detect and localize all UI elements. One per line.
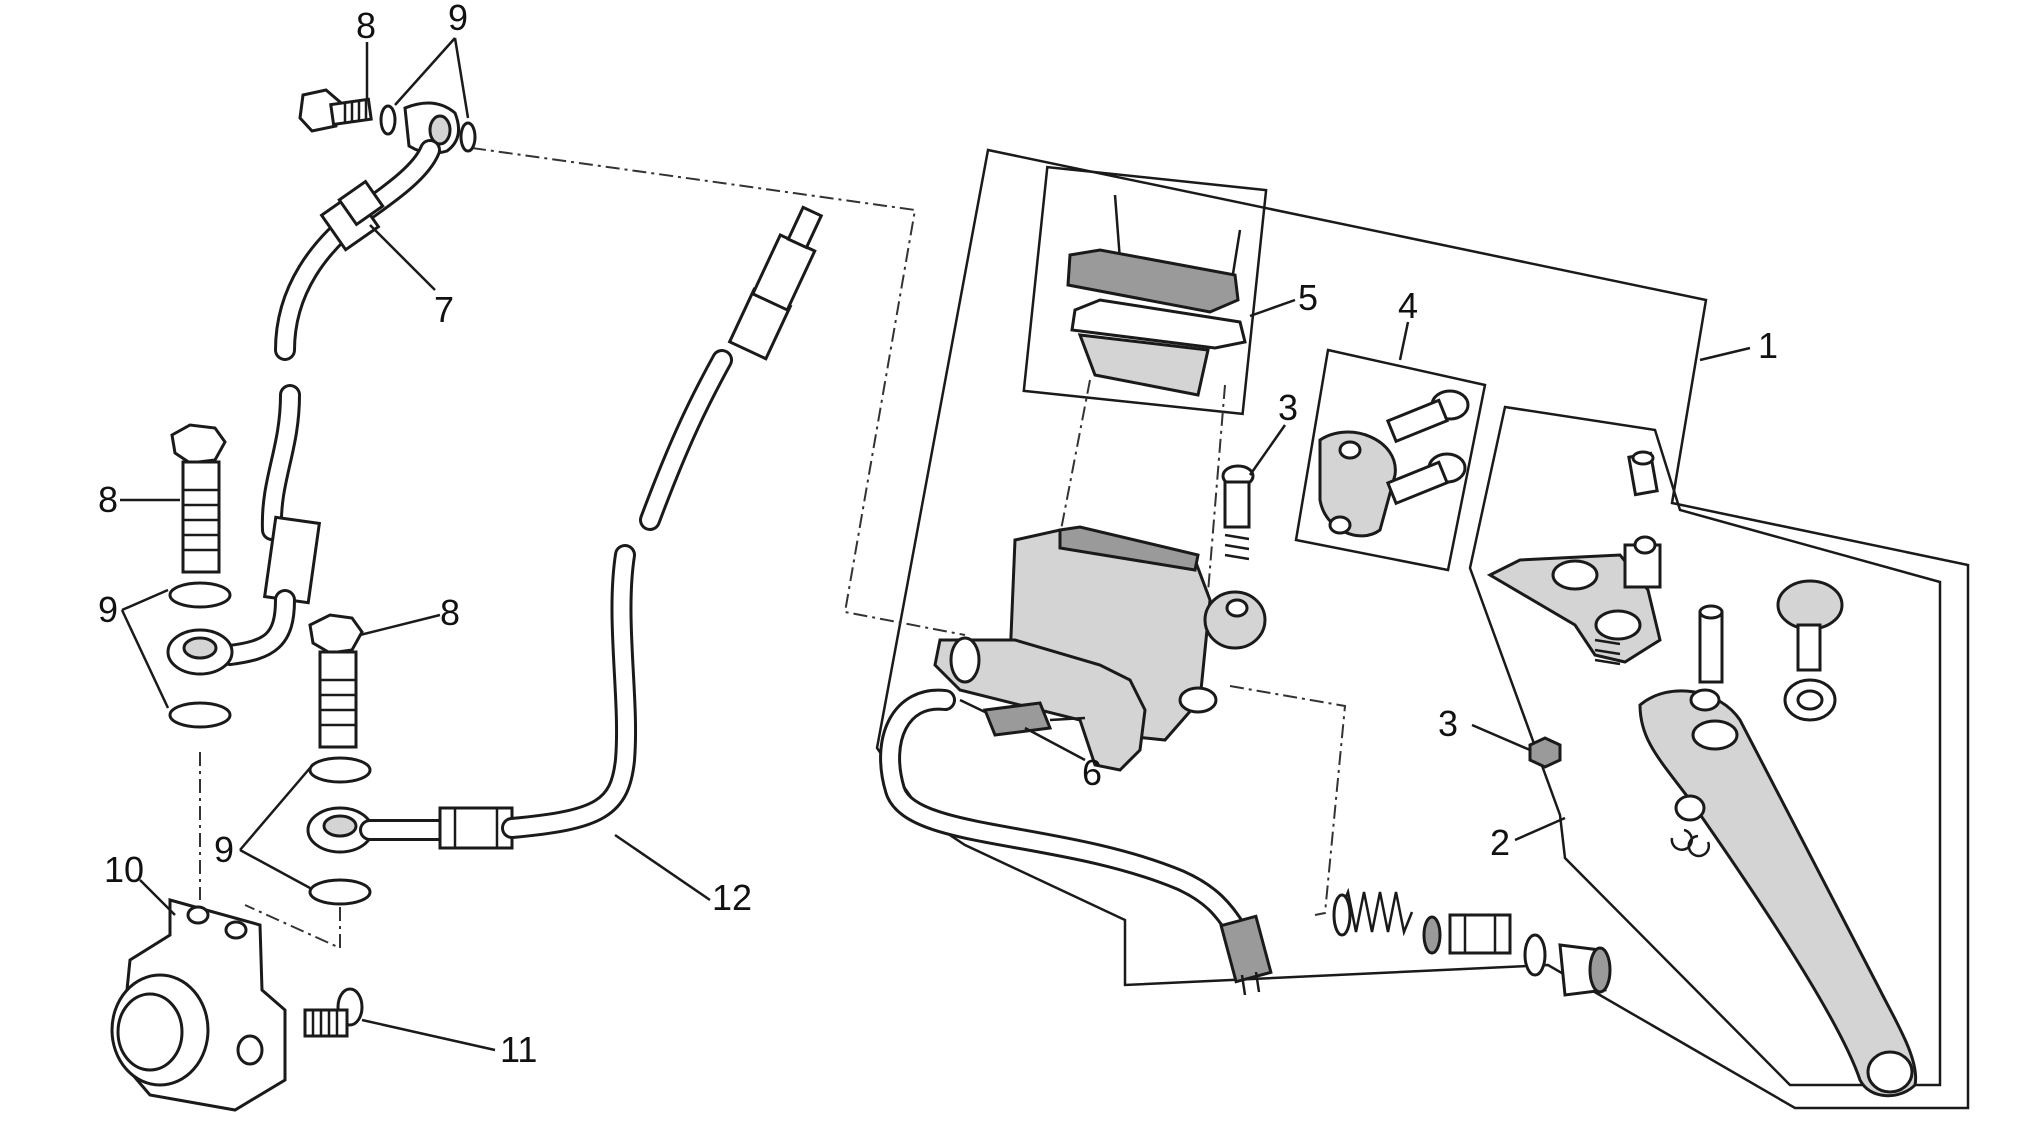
part-bolt-11 (303, 987, 364, 1038)
part-washer-left-1 (168, 581, 232, 609)
part-nut-3 (1528, 736, 1562, 769)
assembly-frame-clamp-4 (1294, 348, 1487, 572)
callout-11: 11 (500, 1029, 537, 1070)
callout-8-top: 8 (356, 5, 376, 46)
part-piston-kit (1332, 887, 1612, 997)
part-washer-top-left (379, 104, 397, 136)
centerline-piston (1229, 685, 1347, 916)
assembly-frame-cover-5 (1022, 165, 1268, 416)
part-circlips (1670, 794, 1711, 858)
part-washer-mid-1 (308, 756, 372, 784)
callout-1: 1 (1758, 325, 1778, 366)
part-screw-3-upper (1221, 464, 1255, 561)
part-hose-7 (219, 139, 441, 666)
part-bolt-left (170, 423, 227, 574)
part-banjo-mid-hole (322, 814, 358, 838)
part-master-cylinder-body (933, 525, 1267, 772)
callout-4: 4 (1398, 285, 1418, 326)
part-clamp-4 (1318, 389, 1470, 538)
callout-9-mid: 9 (214, 829, 234, 870)
callout-9-top: 9 (448, 0, 468, 38)
part-washer-left-2 (168, 701, 232, 729)
callout-3-lower: 3 (1438, 703, 1458, 744)
part-hose-12 (359, 205, 824, 850)
callout-labels: 8 9 7 8 9 8 9 10 11 12 5 4 3 1 6 3 2 (98, 0, 1778, 1070)
part-adjuster-knob (1776, 579, 1844, 722)
callout-2: 2 (1490, 822, 1510, 863)
callout-3-upper: 3 (1278, 387, 1298, 428)
callout-8-mid: 8 (440, 592, 460, 633)
part-washer-mid-2 (308, 878, 372, 906)
part-banjo-left-hole (182, 636, 218, 660)
callout-7: 7 (434, 289, 454, 330)
callout-8-left: 8 (98, 479, 118, 520)
callout-12: 12 (712, 877, 752, 918)
centerline-mid-bolt (244, 880, 341, 950)
part-slave-cylinder-10 (110, 898, 287, 1112)
part-lever-2 (1486, 450, 1918, 1098)
part-bolt-top (298, 88, 373, 133)
centerline-banjo-to-master (471, 147, 966, 636)
part-bolt-mid (308, 613, 364, 749)
part-pivot-pin (1698, 604, 1724, 684)
leader-lines (120, 37, 1751, 1052)
part-switch-6 (879, 688, 1273, 996)
callout-9-left: 9 (98, 589, 118, 630)
part-washer-top-right (459, 121, 477, 153)
callout-5: 5 (1298, 277, 1318, 318)
part-reservoir-cover-5 (1066, 194, 1247, 397)
callout-6: 6 (1082, 752, 1102, 793)
callout-10: 10 (104, 849, 144, 890)
centerline-reservoir-left (1059, 379, 1091, 536)
